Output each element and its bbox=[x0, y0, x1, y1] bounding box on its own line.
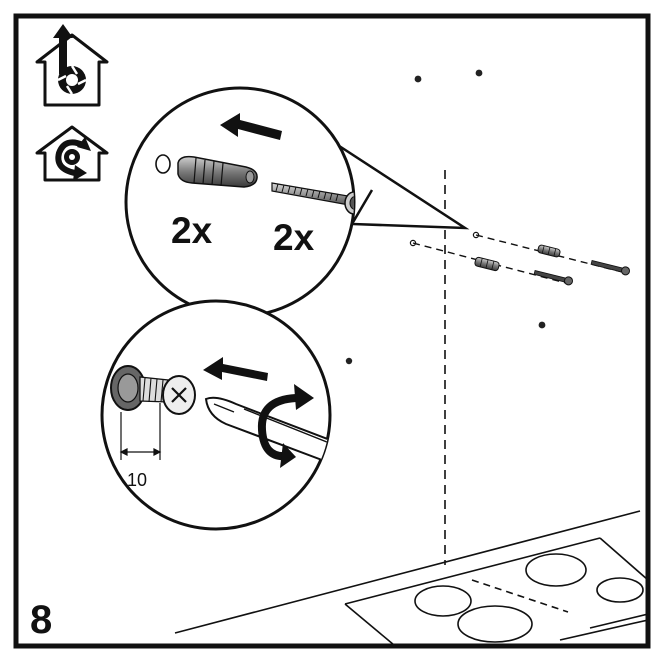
hob-burner bbox=[457, 605, 533, 643]
dimension-value: 10 bbox=[127, 470, 147, 490]
detail-circle-lower: 10 bbox=[100, 299, 332, 531]
push-arrow-icon bbox=[220, 113, 282, 140]
hob-burner bbox=[525, 553, 587, 587]
fixing-screw bbox=[271, 182, 354, 215]
dimension-marker bbox=[119, 403, 162, 460]
wall-hole bbox=[345, 357, 353, 365]
step-number: 8 bbox=[30, 598, 52, 642]
rotate-clockwise-icon bbox=[257, 384, 314, 468]
wall-hole bbox=[475, 69, 483, 77]
detail-callout-pointer bbox=[329, 138, 470, 230]
screw-with-washer bbox=[110, 365, 196, 415]
ducted-exhaust-icon bbox=[35, 24, 109, 107]
wall-hole bbox=[538, 321, 546, 329]
wall-hole bbox=[414, 75, 422, 83]
detail-circle-upper: 2x 2x bbox=[124, 86, 356, 318]
wall-plug-hole bbox=[155, 154, 171, 174]
wall-plug-dowel bbox=[177, 155, 258, 188]
hob-worktop bbox=[174, 510, 648, 646]
push-arrow-icon bbox=[203, 357, 268, 381]
diagram-frame bbox=[13, 13, 651, 649]
hob-burner bbox=[596, 577, 644, 603]
recirculation-icon bbox=[35, 125, 109, 182]
dowel-quantity: 2x bbox=[171, 210, 213, 251]
screw-quantity: 2x bbox=[273, 217, 315, 258]
wall-fixings bbox=[412, 234, 631, 286]
hob-burner bbox=[414, 585, 472, 617]
